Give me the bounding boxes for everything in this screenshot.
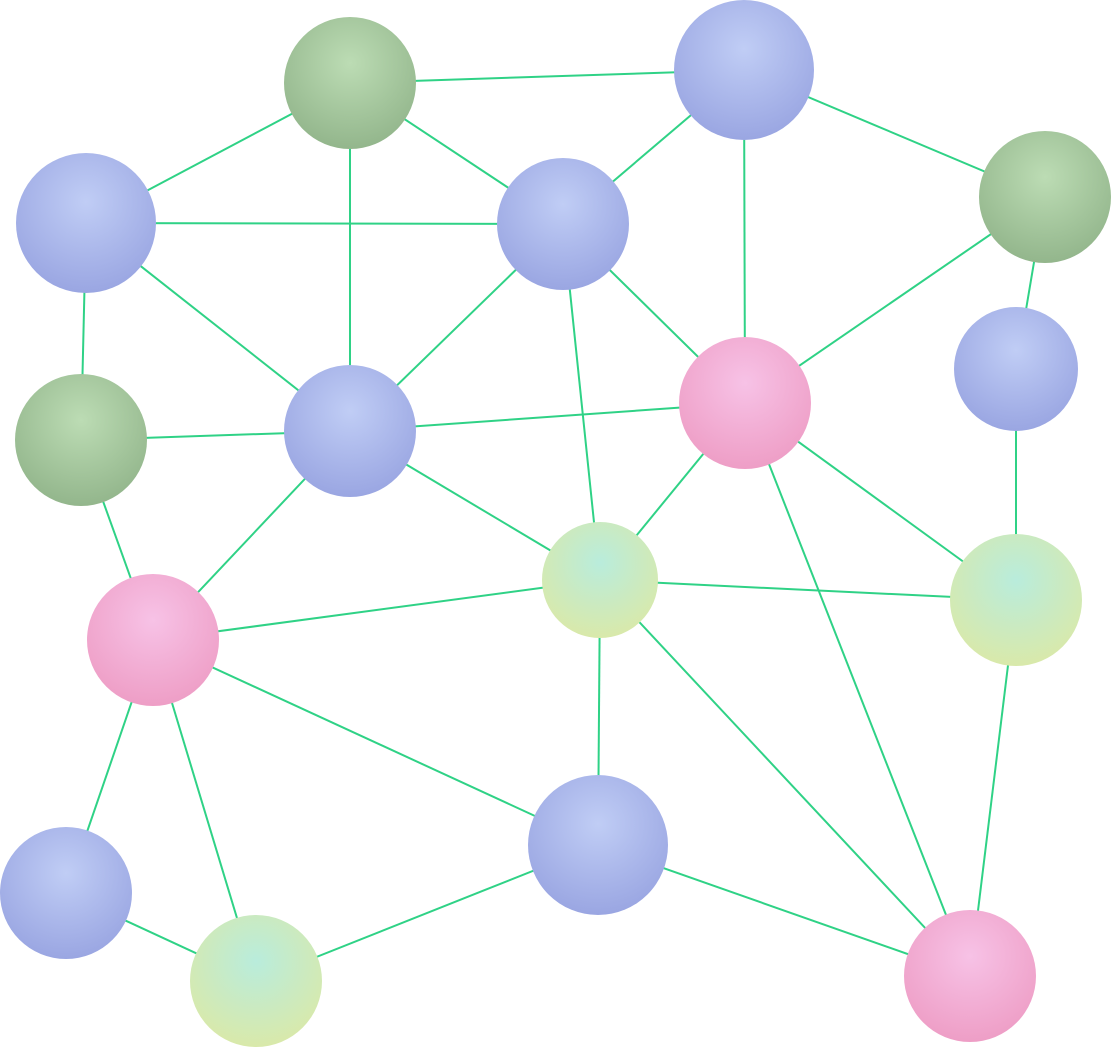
- avatar-node-n9[interactable]: [284, 365, 416, 501]
- avatar-node-n16[interactable]: [904, 910, 1036, 1046]
- avatar-background: [954, 307, 1078, 431]
- avatar-node-n6[interactable]: [954, 307, 1078, 435]
- avatar-node-n10[interactable]: [542, 522, 658, 642]
- edge-n10-n11: [599, 579, 1017, 601]
- avatar-node-n11[interactable]: [950, 534, 1082, 670]
- edge-n10-n12: [152, 579, 601, 641]
- avatar-background: [15, 374, 147, 506]
- avatar-background: [674, 0, 814, 140]
- avatar-background: [979, 131, 1111, 263]
- avatar-node-n13[interactable]: [528, 775, 668, 919]
- edge-n3-n4: [85, 222, 564, 225]
- avatar-background: [0, 827, 132, 959]
- avatar-background: [284, 365, 416, 497]
- avatar-node-n7[interactable]: [679, 337, 811, 473]
- avatar-node-n4[interactable]: [497, 158, 629, 294]
- avatar-node-n5[interactable]: [979, 131, 1111, 267]
- avatar-node-n12[interactable]: [87, 574, 219, 710]
- avatar-node-n15[interactable]: [190, 915, 322, 1047]
- avatar-background: [679, 337, 811, 469]
- avatar-background: [87, 574, 219, 706]
- edge-n7-n16: [744, 402, 971, 977]
- avatar-node-n14[interactable]: [0, 827, 132, 963]
- avatar-node-n1[interactable]: [284, 17, 416, 153]
- avatar-background: [497, 158, 629, 290]
- avatar-node-n3[interactable]: [16, 153, 156, 297]
- avatar-background: [904, 910, 1036, 1042]
- avatar-node-n2[interactable]: [674, 0, 814, 144]
- avatar-background: [190, 915, 322, 1047]
- avatar-background: [528, 775, 668, 915]
- avatar-background: [16, 153, 156, 293]
- avatar-background: [284, 17, 416, 149]
- avatar-node-n8[interactable]: [15, 374, 147, 510]
- edge-n10-n16: [599, 579, 971, 977]
- edge-n12-n13: [152, 639, 599, 846]
- avatar-background: [950, 534, 1082, 666]
- avatar-background: [542, 522, 658, 638]
